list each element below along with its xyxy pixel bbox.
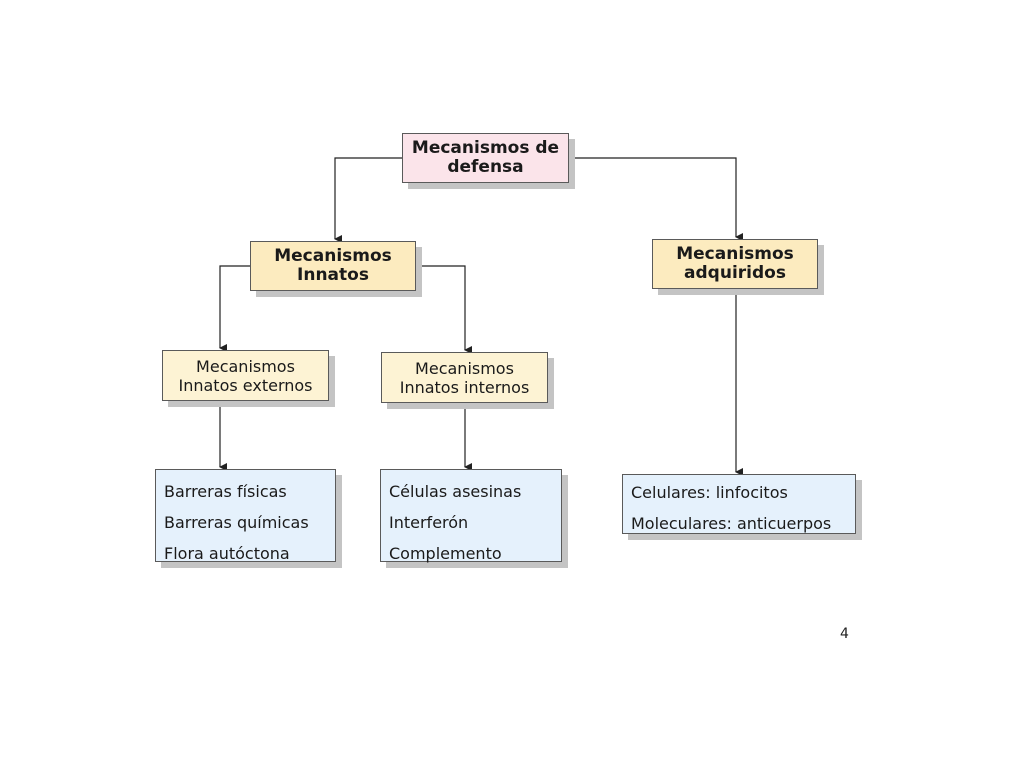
- node-innatos-internos: Mecanismos Innatos internos: [381, 352, 548, 403]
- connector-root-acquired: [569, 157, 743, 241]
- node-label: Mecanismos: [274, 246, 392, 266]
- node-label: adquiridos: [684, 263, 786, 283]
- node-label: Innatos externos: [178, 375, 313, 395]
- list-item: Celulares: linfocitos: [631, 483, 788, 502]
- node-internal-items: Células asesinas Interferón Complemento: [380, 469, 562, 563]
- connector-root-innate: [334, 157, 402, 243]
- node-acquired-items: Celulares: linfocitos Moleculares: antic…: [622, 474, 856, 534]
- list-item: Barreras físicas: [164, 482, 287, 501]
- node-label: Mecanismos: [415, 358, 514, 378]
- node-label: Mecanismos: [676, 244, 794, 264]
- node-mecanismos-defensa: Mecanismos de defensa: [402, 133, 569, 183]
- list-item: Células asesinas: [389, 482, 522, 501]
- list-item: Interferón: [389, 513, 469, 532]
- node-label: Innatos internos: [399, 377, 530, 397]
- node-innatos-externos: Mecanismos Innatos externos: [162, 350, 329, 401]
- list-item: Complemento: [389, 544, 502, 563]
- list-item: Moleculares: anticuerpos: [631, 514, 832, 533]
- list-item: Flora autóctona: [164, 544, 290, 563]
- node-mecanismos-innatos: Mecanismos Innatos: [250, 241, 416, 291]
- node-label: Mecanismos de: [411, 138, 560, 158]
- node-mecanismos-adquiridos: Mecanismos adquiridos: [652, 239, 818, 289]
- page-number: 4: [840, 626, 849, 642]
- node-label: Mecanismos: [196, 356, 295, 376]
- connector-innate-internal: [415, 265, 472, 354]
- list-item: Barreras químicas: [164, 513, 309, 532]
- connector-innate-external: [219, 265, 250, 352]
- node-external-items: Barreras físicas Barreras químicas Flora…: [155, 469, 336, 563]
- node-label: Innatos: [297, 265, 369, 285]
- node-label: defensa: [447, 157, 524, 177]
